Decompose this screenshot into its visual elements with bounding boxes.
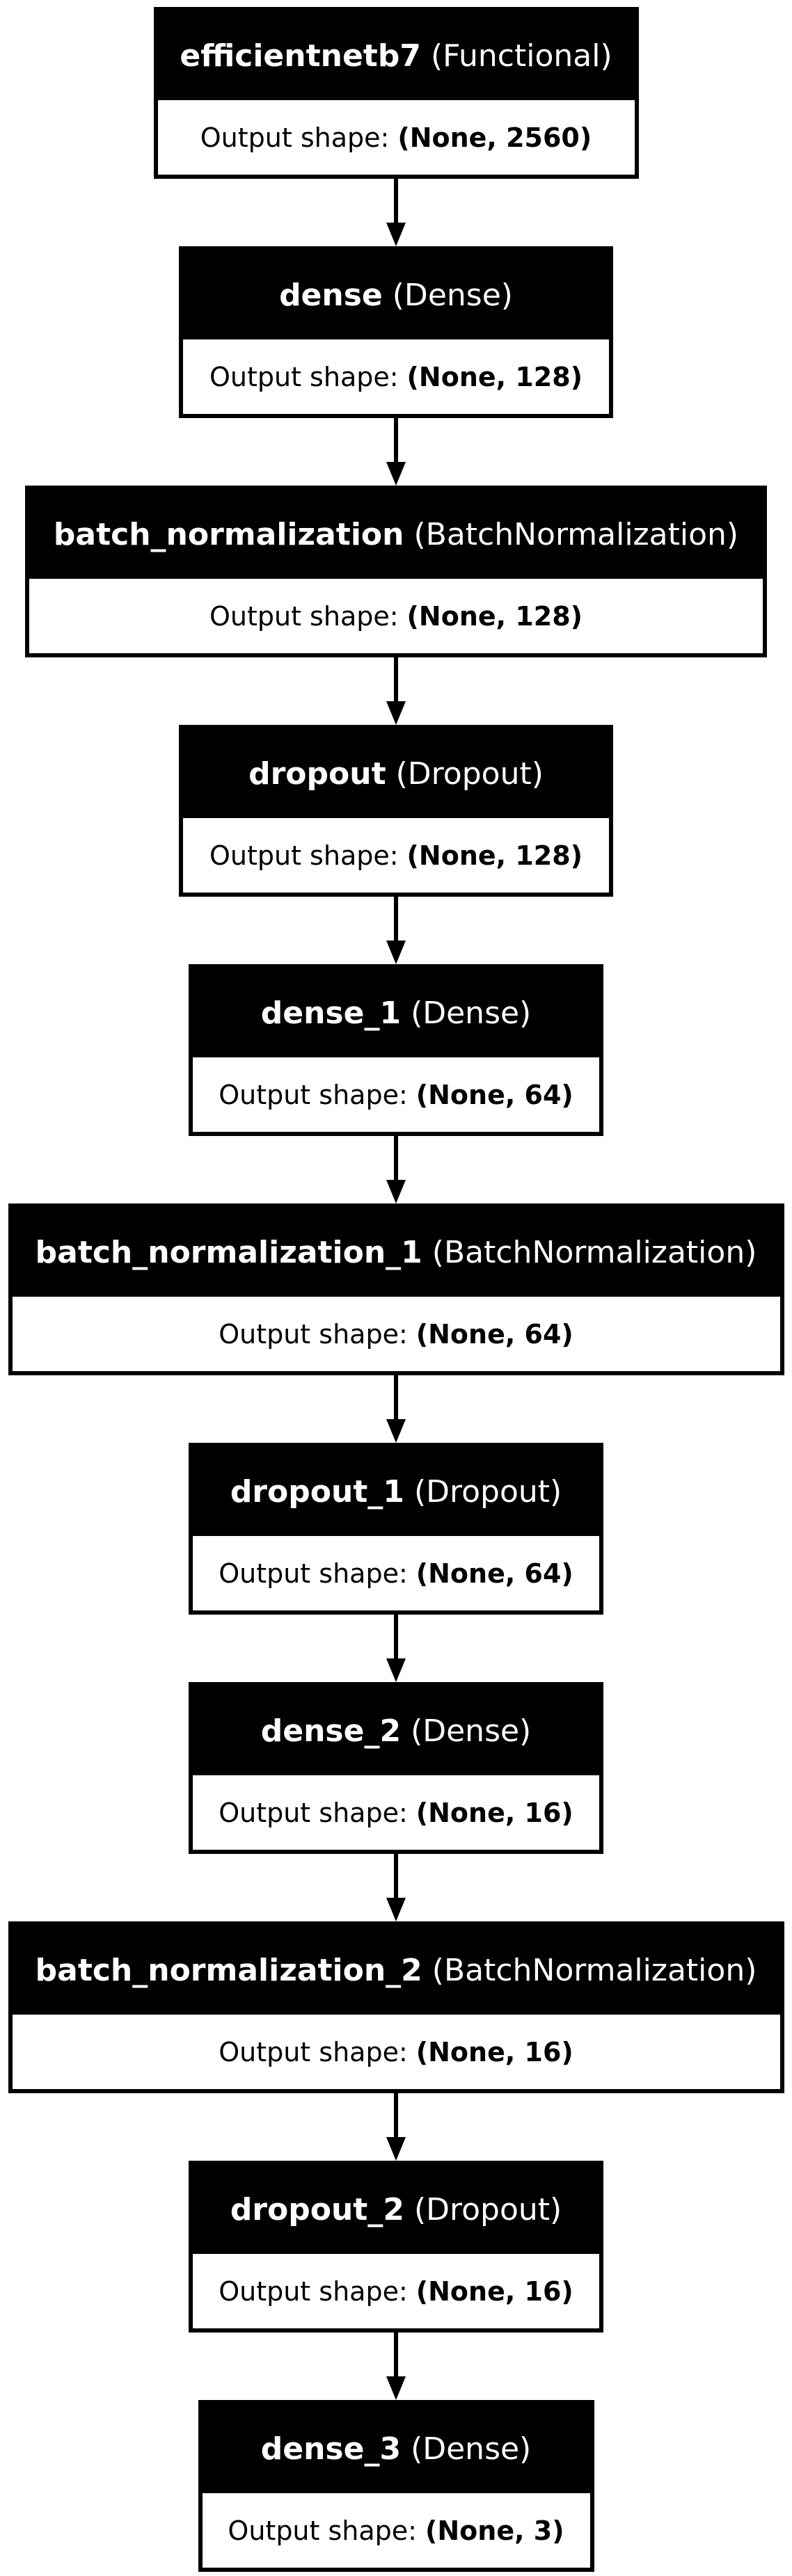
edge-arrow-line xyxy=(394,657,398,703)
layer-output: Output shape:(None, 64) xyxy=(13,1297,780,1371)
output-shape-value: (None, 64) xyxy=(415,1079,573,1110)
layer-output: Output shape:(None, 16) xyxy=(193,1775,599,1850)
arrow-head-icon xyxy=(386,701,406,725)
output-shape-label: Output shape: xyxy=(219,2036,408,2067)
layer-name: batch_normalization_1 xyxy=(35,1234,422,1270)
layer-node: batch_normalization_2(BatchNormalization… xyxy=(8,1921,784,2093)
output-shape-label: Output shape: xyxy=(219,1558,408,1589)
edge-arrow-line xyxy=(394,179,398,224)
layer-name: batch_normalization_2 xyxy=(35,1952,422,1988)
layer-node: batch_normalization_1(BatchNormalization… xyxy=(8,1203,784,1375)
arrow-head-icon xyxy=(386,223,406,246)
layer-node: dropout(Dropout)Output shape:(None, 128) xyxy=(179,725,613,897)
output-shape-value: (None, 2560) xyxy=(397,122,592,153)
layer-header: dropout_1(Dropout) xyxy=(193,1447,599,1536)
layer-type: (BatchNormalization) xyxy=(413,516,739,552)
arrow-head-icon xyxy=(386,462,406,486)
output-shape-label: Output shape: xyxy=(219,1318,408,1350)
layer-header: batch_normalization_2(BatchNormalization… xyxy=(12,1926,780,2015)
output-shape-label: Output shape: xyxy=(200,122,390,153)
layer-name: dropout_2 xyxy=(230,2191,404,2227)
layer-header: dense(Dense) xyxy=(183,250,609,339)
layer-node: dropout_2(Dropout)Output shape:(None, 16… xyxy=(189,2161,603,2333)
edge-arrow-line xyxy=(394,1854,398,1899)
layer-name: dense_3 xyxy=(260,2431,402,2467)
layer-node: dense_2(Dense)Output shape:(None, 16) xyxy=(189,1682,603,1854)
layer-header: dropout_2(Dropout) xyxy=(193,2165,599,2254)
layer-output: Output shape:(None, 128) xyxy=(183,339,609,414)
layer-type: (Dropout) xyxy=(395,755,544,792)
layer-type: (Dense) xyxy=(411,1713,532,1749)
output-shape-label: Output shape: xyxy=(219,1079,408,1110)
layer-output: Output shape:(None, 128) xyxy=(29,579,763,653)
layer-type: (BatchNormalization) xyxy=(431,1952,757,1988)
layer-name: dense_2 xyxy=(260,1713,402,1749)
layer-output: Output shape: (None, 3) xyxy=(203,2493,590,2568)
layer-header: dense_1(Dense) xyxy=(193,968,599,1057)
layer-name: batch_normalization xyxy=(53,516,404,552)
layer-node: efficientnetb7(Functional)Output shape:(… xyxy=(153,7,639,179)
layer-node: dropout_1(Dropout)Output shape:(None, 64… xyxy=(189,1443,603,1615)
layer-type: (Dropout) xyxy=(413,1473,562,1510)
layer-output: Output shape:(None, 2560) xyxy=(158,100,635,175)
arrow-head-icon xyxy=(386,2376,406,2400)
edge-arrow-line xyxy=(394,418,398,463)
layer-name: dropout xyxy=(248,755,386,792)
output-shape-label: Output shape: xyxy=(219,2275,408,2307)
edge-arrow-line xyxy=(394,1136,398,1181)
output-shape-value: (None, 128) xyxy=(406,840,583,871)
layer-node: dense_1(Dense)Output shape:(None, 64) xyxy=(189,964,603,1136)
layer-node: dense(Dense)Output shape:(None, 128) xyxy=(179,246,613,418)
output-shape-value: (None, 128) xyxy=(406,600,583,632)
layer-name: dense xyxy=(279,277,383,313)
output-shape-label: Output shape: xyxy=(209,840,399,871)
arrow-head-icon xyxy=(386,2137,406,2161)
layer-output: Output shape:(None, 64) xyxy=(193,1536,599,1610)
output-shape-label: Output shape: xyxy=(209,600,399,632)
layer-node: batch_normalization(BatchNormalization)O… xyxy=(25,486,767,657)
arrow-head-icon xyxy=(386,1898,406,1921)
layer-name: dropout_1 xyxy=(230,1473,404,1510)
output-shape-label: Output shape: xyxy=(219,1797,408,1828)
output-shape-value: (None, 16) xyxy=(415,2036,573,2067)
layer-header: batch_normalization_1(BatchNormalization… xyxy=(12,1208,780,1297)
layer-output: Output shape:(None, 16) xyxy=(193,2254,599,2328)
output-shape-value: (None, 128) xyxy=(406,361,583,392)
layer-type: (Dropout) xyxy=(413,2191,562,2227)
edge-arrow-line xyxy=(394,1375,398,1421)
output-shape-value: (None, 64) xyxy=(415,1558,573,1589)
layer-type: (Dense) xyxy=(411,995,532,1031)
edge-arrow-line xyxy=(394,2093,398,2138)
layer-type: (BatchNormalization) xyxy=(431,1234,757,1270)
arrow-head-icon xyxy=(386,941,406,964)
layer-name: efficientnetb7 xyxy=(180,38,421,74)
output-shape-value: (None, 64) xyxy=(415,1318,573,1350)
arrow-head-icon xyxy=(386,1180,406,1203)
layer-type: (Functional) xyxy=(430,38,612,74)
layer-type: (Dense) xyxy=(392,277,513,313)
arrow-head-icon xyxy=(386,1658,406,1682)
edge-arrow-line xyxy=(394,2333,398,2378)
layer-node: dense_3(Dense) Output shape: (None, 3) xyxy=(198,2400,594,2572)
layer-header: dropout(Dropout) xyxy=(183,729,609,818)
layer-header: batch_normalization(BatchNormalization) xyxy=(29,490,763,579)
output-shape-value: (None, 16) xyxy=(415,2275,573,2307)
layer-header: dense_3(Dense) xyxy=(202,2404,590,2493)
layer-output: Output shape:(None, 128) xyxy=(183,818,609,893)
output-shape-label: Output shape: xyxy=(209,361,399,392)
layer-name: dense_1 xyxy=(260,995,402,1031)
arrow-head-icon xyxy=(386,1419,406,1443)
layer-type: (Dense) xyxy=(411,2431,532,2467)
layer-header: dense_2(Dense) xyxy=(193,1686,599,1775)
output-shape-value: (None, 3) xyxy=(425,2515,564,2546)
layer-output: Output shape:(None, 16) xyxy=(13,2015,780,2089)
edge-arrow-line xyxy=(394,1615,398,1660)
output-shape-value: (None, 16) xyxy=(415,1797,573,1828)
layer-header: efficientnetb7(Functional) xyxy=(157,11,635,100)
output-shape-label: Output shape: xyxy=(228,2515,417,2546)
layer-output: Output shape:(None, 64) xyxy=(193,1057,599,1132)
edge-arrow-line xyxy=(394,897,398,942)
